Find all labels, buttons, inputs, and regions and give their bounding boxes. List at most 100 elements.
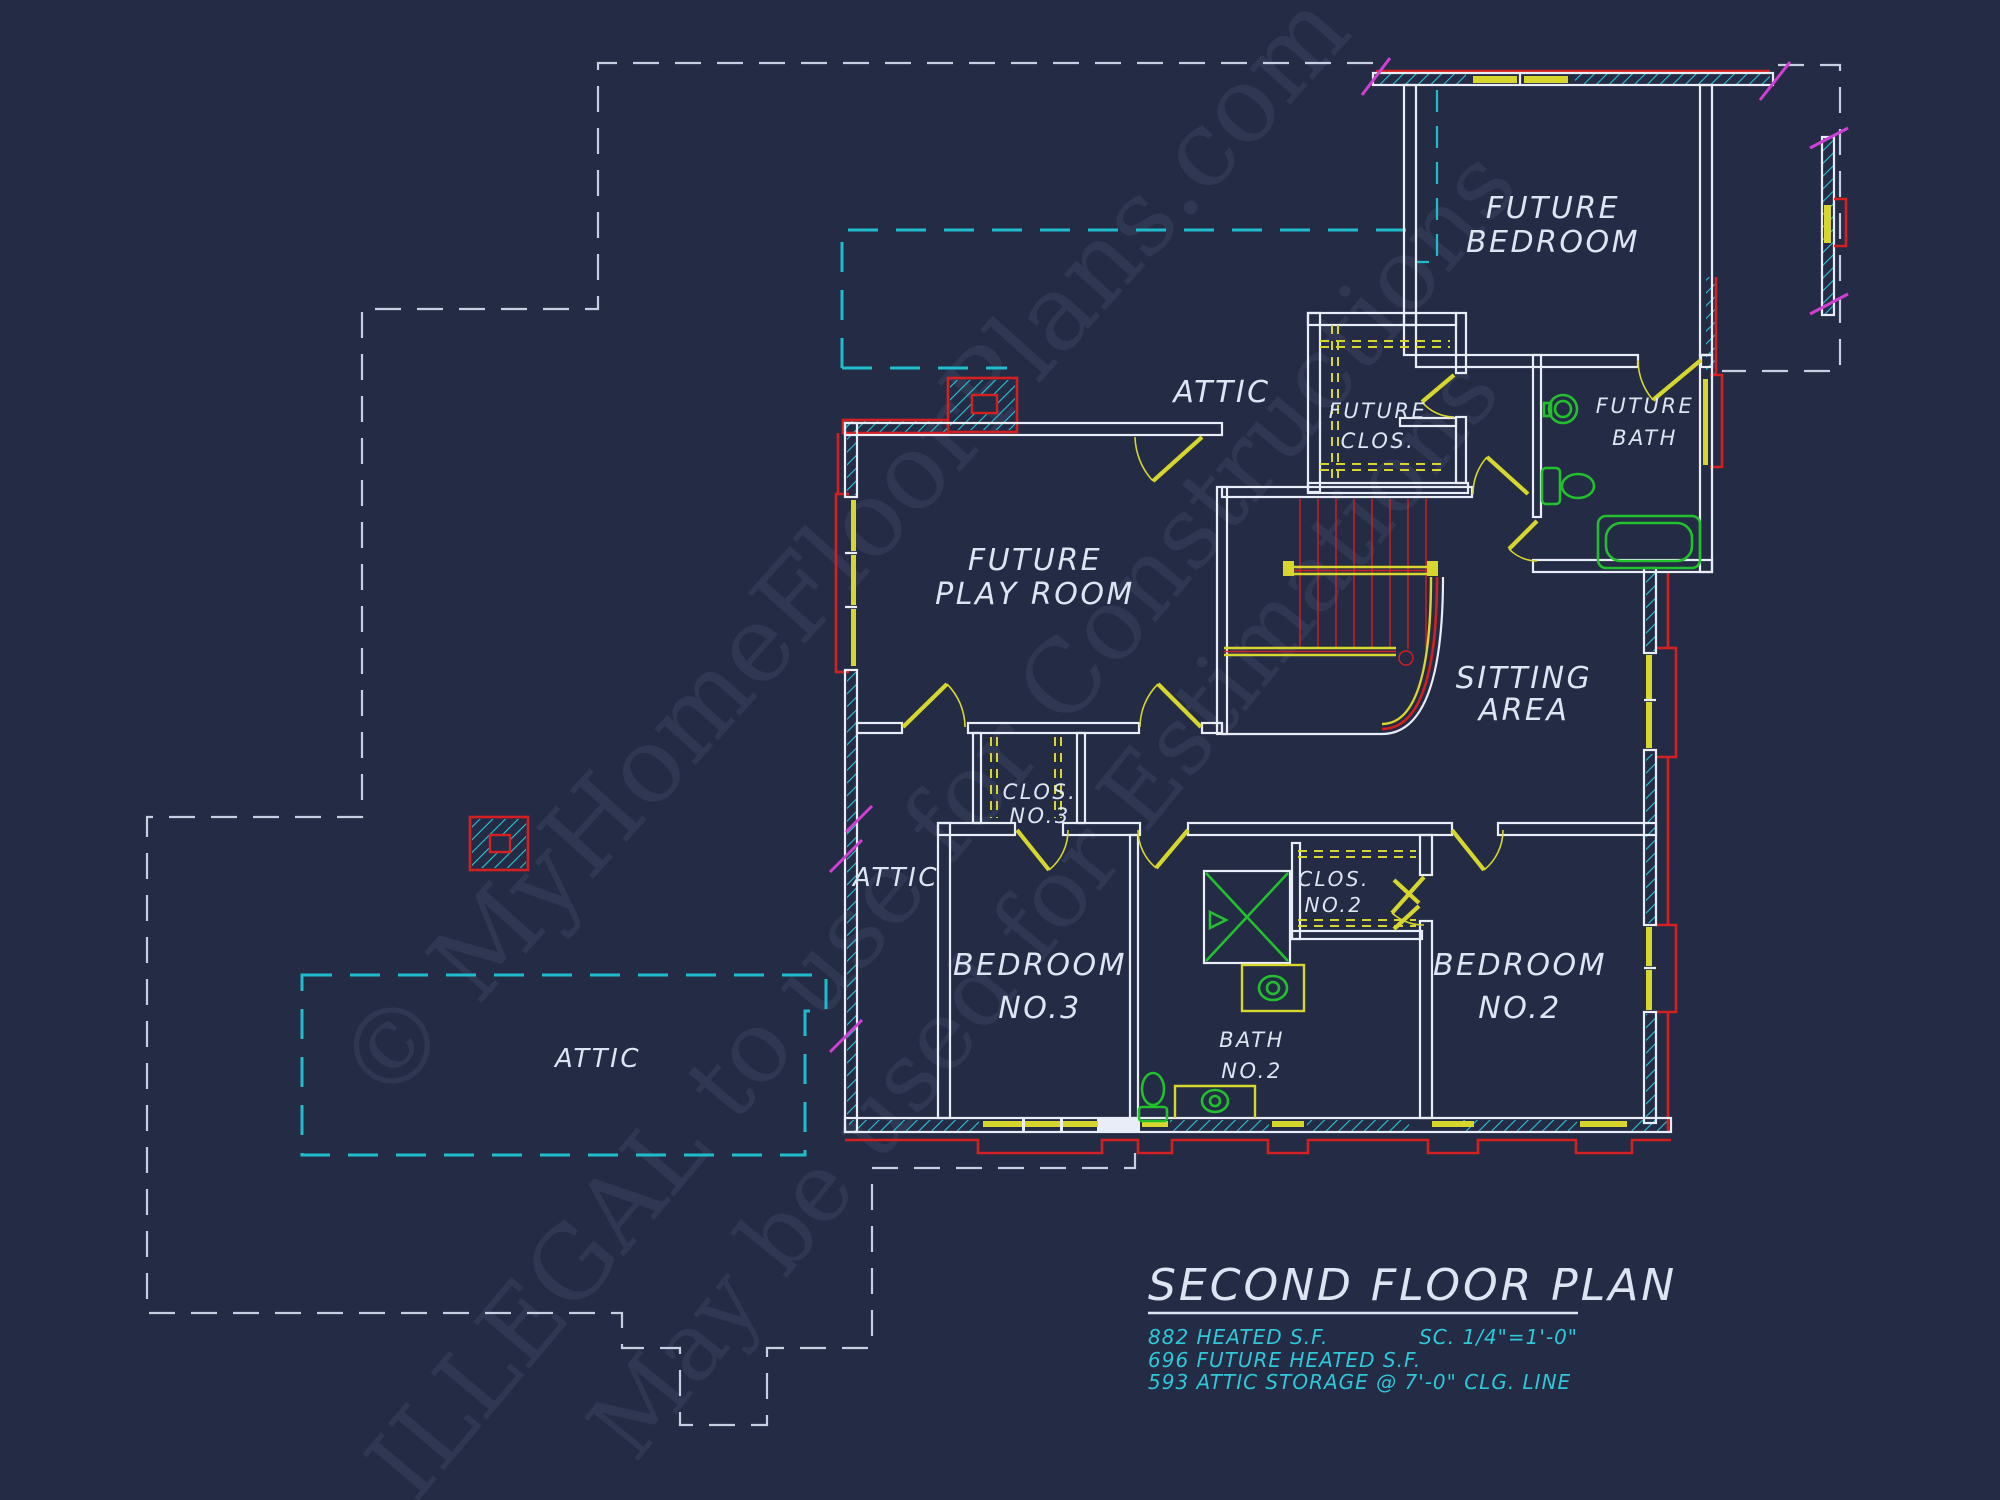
label-future-bedroom: FUTURE (1486, 191, 1620, 226)
sink-icon (1173, 1084, 1257, 1118)
window-playroom-1 (851, 500, 856, 551)
wall-clos2-bottom (1290, 929, 1424, 941)
attic-bottomleft-boundary (300, 973, 828, 1157)
window-bottom-7 (1580, 1121, 1627, 1127)
window-bedroom2-right-1 (1646, 927, 1652, 966)
door-icon (1015, 828, 1069, 872)
stair-rail-lower (1224, 646, 1396, 657)
label-bath-no2: BATH (1219, 1028, 1285, 1052)
exterior-red-accents (834, 69, 1770, 1155)
window-playroom-3 (851, 609, 856, 666)
window-bath (1703, 379, 1708, 465)
tick-icon (1809, 292, 1849, 316)
stat-heated-sf: 882 HEATED S.F. (1148, 1325, 1328, 1349)
door-icon (1507, 519, 1539, 562)
tick-icon (828, 838, 864, 874)
svg-text:NO.3: NO.3 (998, 991, 1081, 1026)
door-icon (1139, 682, 1203, 729)
door-icon (1472, 455, 1530, 496)
tick-icon (828, 1018, 864, 1054)
windows (851, 76, 1708, 1127)
closet-rods (990, 325, 1450, 927)
svg-text:NO.2: NO.2 (1221, 1059, 1282, 1083)
window-sitting-1 (1646, 655, 1652, 699)
label-bedroom-no2: BEDROOM (1433, 948, 1607, 983)
roofline-right-path (1722, 63, 1842, 373)
window-bottom-6 (1432, 1121, 1474, 1127)
window-playroom-2 (851, 555, 856, 605)
label-attic-top: ATTIC (1171, 375, 1270, 410)
label-attic-bottom: ATTIC (553, 1044, 641, 1074)
door-icon (1137, 828, 1190, 870)
svg-text:NO.2: NO.2 (1305, 893, 1364, 917)
window-top-2 (1524, 76, 1568, 83)
stat-future-heated-sf: 696 FUTURE HEATED S.F. (1148, 1348, 1421, 1372)
svg-text:BEDROOM: BEDROOM (1466, 225, 1640, 260)
title-block: SECOND FLOOR PLAN 882 HEATED S.F. 696 FU… (1148, 1260, 1677, 1394)
wall-shower (1202, 869, 1292, 965)
svg-text:AREA: AREA (1477, 693, 1570, 728)
window-bottom-2 (1025, 1121, 1060, 1127)
toilet-icon (1137, 1071, 1169, 1123)
shower-icon (1205, 872, 1289, 962)
label-bedroom-no3: BEDROOM (953, 948, 1127, 983)
wall-bath-left (1531, 353, 1543, 519)
tick-icon (844, 804, 874, 834)
window-top-1 (1473, 76, 1517, 83)
label-future-bath: FUTURE (1596, 394, 1695, 418)
window-bottom-5 (1272, 1121, 1304, 1127)
scale-note: SC. 1/4"=1'-0" (1419, 1325, 1578, 1349)
plan-title: SECOND FLOOR PLAN (1148, 1260, 1677, 1311)
attic-boundaries (300, 90, 1439, 1157)
tick-icon (1360, 57, 1392, 96)
label-future-play-room: FUTURE (968, 543, 1102, 578)
label-sitting-area: SITTING (1456, 661, 1593, 696)
svg-text:CLOS.: CLOS. (1341, 429, 1416, 453)
roof-outline (145, 61, 1842, 1427)
toilet-icon (1540, 466, 1596, 506)
window-bottom-4 (1142, 1121, 1168, 1127)
svg-text:BATH: BATH (1612, 426, 1678, 450)
stair-rail-upper (1290, 565, 1428, 576)
stat-attic-storage: 593 ATTIC STORAGE @ 7'-0" CLG. LINE (1148, 1370, 1571, 1394)
roofline-left-path (145, 61, 1373, 1427)
svg-text:NO.2: NO.2 (1478, 991, 1561, 1026)
tick-icon (1758, 61, 1792, 101)
svg-text:PLAY ROOM: PLAY ROOM (935, 577, 1135, 612)
door-icon (1420, 373, 1456, 418)
window-bedroom2-right-2 (1646, 970, 1652, 1010)
wall-stair-top (1220, 485, 1474, 499)
walls (843, 71, 1775, 1134)
doors (901, 358, 1703, 931)
window-bottom-3 (1063, 1121, 1098, 1127)
stair-rail-curl (1398, 650, 1414, 666)
bathtub-icon (1596, 514, 1702, 570)
wall-bedroom2-left (1418, 919, 1434, 1120)
door-icon (1450, 828, 1504, 872)
window-sitting-2 (1646, 702, 1652, 748)
wall-left-exterior-upper (843, 421, 859, 499)
door-icon (1637, 358, 1703, 402)
sink-icon (1240, 963, 1306, 1013)
window-bottom-1 (983, 1121, 1022, 1127)
label-future-clos: FUTURE (1329, 399, 1428, 423)
sink-icon (1542, 393, 1579, 425)
attic-ceiling-line (1417, 90, 1439, 264)
door-icon (901, 682, 966, 729)
label-clos-no3: CLOS. (1003, 780, 1078, 804)
door-icon (1134, 435, 1204, 483)
chimney-top (946, 376, 1019, 434)
svg-text:NO.3: NO.3 (1009, 804, 1070, 828)
threshold (1097, 1118, 1140, 1132)
label-clos-no2: CLOS. (1298, 867, 1370, 891)
section-ticks (828, 57, 1792, 1054)
wall-bottom-exterior (843, 1116, 1673, 1134)
staircase (1222, 499, 1445, 736)
bottom-wall-red-line (845, 1138, 1671, 1155)
right-wall-window (1809, 126, 1849, 317)
chimney-bottom-left (468, 815, 530, 872)
room-labels: FUTURE BEDROOM ATTIC FUTURE CLOS. FUTURE… (553, 191, 1695, 1083)
tick-icon (1809, 126, 1849, 150)
